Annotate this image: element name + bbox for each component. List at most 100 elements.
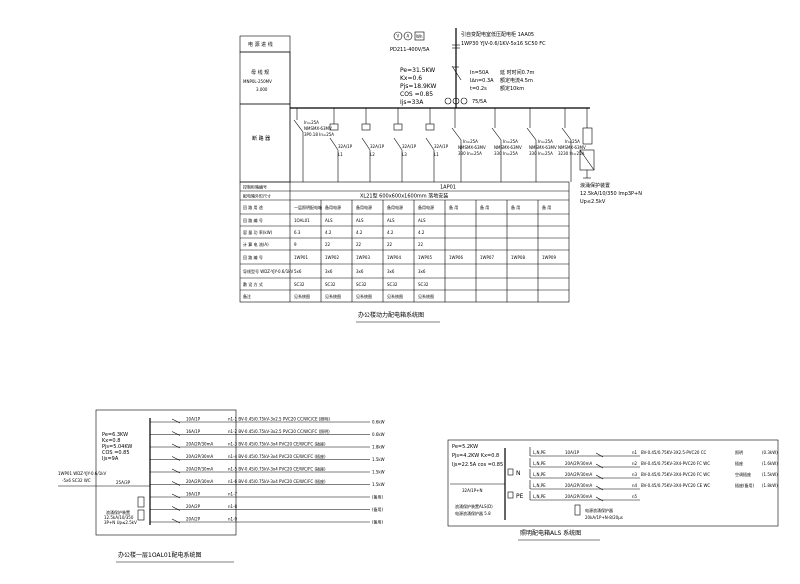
svg-text:COS =0.85: COS =0.85 bbox=[102, 450, 130, 456]
bl-caption: 办公楼一层1OAL01配电系统图 bbox=[118, 551, 202, 559]
table-row-label: 敷 设 方 式 bbox=[243, 281, 263, 287]
table-cell: 1WP07 bbox=[480, 255, 494, 260]
br-cable: BV-0.45/0.75KV-3X4-PVC20 CE WC bbox=[641, 483, 710, 488]
bl-load: 1.5kW bbox=[372, 470, 385, 475]
br-phase: L,N,PE bbox=[533, 494, 546, 499]
incoming-source: 引自变配电室低压配电柜 1AA05 bbox=[461, 31, 534, 38]
table-cell: 9 bbox=[294, 242, 297, 247]
breaker-icon bbox=[595, 496, 604, 502]
br-breaker: 10A/1P bbox=[565, 450, 580, 455]
bl-load: (备用) bbox=[372, 519, 384, 525]
table-cell: 1WP01 bbox=[294, 255, 308, 260]
spd-title: 浪涌保护装置 bbox=[580, 182, 610, 189]
svg-text:电源浪涌保护器: 电源浪涌保护器 bbox=[585, 507, 613, 513]
table-cell: SC32 bbox=[325, 282, 336, 287]
table-cell: 备 用 bbox=[542, 204, 551, 210]
br-use: 插座(备用) bbox=[735, 482, 755, 488]
table-cell: SC32 bbox=[387, 282, 398, 287]
table-cell: 1WP03 bbox=[356, 255, 370, 260]
table-cell: SC32 bbox=[294, 282, 305, 287]
svg-text:In=25A: In=25A bbox=[538, 139, 553, 144]
svg-text:32A/1P: 32A/1P bbox=[402, 144, 417, 149]
table-cell: 备用电源 bbox=[418, 204, 434, 210]
svg-text:NMSMX-63MV: NMSMX-63MV bbox=[458, 145, 486, 150]
svg-text:32A/1P: 32A/1P bbox=[434, 144, 449, 149]
svg-text:3P+N Up≤2.5kV: 3P+N Up≤2.5kV bbox=[104, 520, 137, 525]
svg-text:NMSMX-63MV: NMSMX-63MV bbox=[494, 145, 522, 150]
svg-text:L1: L1 bbox=[338, 152, 343, 157]
br-breaker: 20A/2P/30mA bbox=[565, 472, 592, 477]
br-breaker: 20A/2P/30mA bbox=[565, 461, 592, 466]
svg-text:L2: L2 bbox=[370, 152, 375, 157]
breaker-icon bbox=[595, 452, 604, 458]
svg-text:In=25A: In=25A bbox=[565, 139, 580, 144]
svg-text:Pjs=5.04KW: Pjs=5.04KW bbox=[102, 444, 132, 450]
br-phase: L,N,PE bbox=[533, 472, 546, 477]
breaker-icon bbox=[171, 456, 181, 461]
br-load: (1.8kW) bbox=[762, 483, 778, 488]
table-row-label: 回 路 编 号 bbox=[243, 254, 263, 260]
br-pe-label: PE bbox=[516, 493, 524, 500]
meter-model: PD211-400V/5A bbox=[390, 47, 430, 53]
svg-text:-5x6 SC32 WC: -5x6 SC32 WC bbox=[62, 478, 91, 483]
table-cell: 1WP02 bbox=[325, 255, 339, 260]
svg-text:Pjs=4.2KW Kx=0.8: Pjs=4.2KW Kx=0.8 bbox=[452, 453, 499, 459]
svg-text:额定10km: 额定10km bbox=[500, 85, 524, 92]
br-main-breaker: 32A/1P+N bbox=[462, 488, 482, 493]
breaker-icon bbox=[171, 468, 181, 474]
br-phase: L,N,PE bbox=[533, 450, 546, 455]
br-circuit-no: n2 bbox=[632, 461, 638, 466]
svg-text:In=25A: In=25A bbox=[503, 139, 518, 144]
bottom-right-diagram: Pe=5.2KW Pjs=4.2KW Kx=0.8 Ijs=22.5A cos … bbox=[447, 439, 779, 541]
svg-text:额定电流4.5m: 额定电流4.5m bbox=[500, 77, 533, 84]
table-cell: 见系统图 bbox=[418, 293, 434, 299]
bl-breaker: 10A/1P bbox=[186, 417, 201, 422]
breaker-icon bbox=[171, 481, 181, 486]
table-cell: ALS bbox=[356, 218, 364, 223]
svg-text:Kx=0.8: Kx=0.8 bbox=[102, 438, 120, 444]
br-use: 插座 bbox=[735, 460, 743, 466]
table-cell: 4.2 bbox=[387, 230, 394, 235]
table-cell: 4.2 bbox=[418, 230, 425, 235]
table-cell: 备 用 bbox=[511, 204, 520, 210]
bl-breaker: 16A/1P bbox=[186, 429, 201, 434]
current-transformer-icon bbox=[444, 97, 452, 105]
cabinet-size: XL21型 600x600x1600mm 落地安装 bbox=[360, 193, 448, 200]
table-cell: 4.2 bbox=[325, 230, 332, 235]
svg-text:延 时时间0.7m: 延 时时间0.7m bbox=[500, 69, 535, 76]
bl-load: 1.5kW bbox=[372, 457, 385, 462]
calc-pjs: Pjs=18.9KW bbox=[400, 83, 437, 90]
bl-breaker: 20A/2P/30mA bbox=[186, 467, 213, 472]
br-use: 照明 bbox=[735, 450, 743, 455]
small-branches: 32A/1P L1 32A/1P L2 32A/1P L3 32A/1P L1 bbox=[329, 108, 449, 182]
br-cable: BV-0.45/0.75KV-3X4-PVC20 FC WC bbox=[641, 472, 710, 477]
bl-cable: n1-6 BV-0.45/0.75kV-3x4 PVC20 CE/WC/FC (… bbox=[228, 478, 326, 484]
cabinet-number: 1AP01 bbox=[440, 185, 456, 191]
table-cell: ALS bbox=[325, 218, 333, 223]
breaker-icon bbox=[595, 463, 604, 469]
svg-text:Ijs=9A: Ijs=9A bbox=[102, 456, 119, 462]
bl-load: (备用) bbox=[372, 494, 384, 500]
bottom-left-diagram: Pe=6.3KW Kx=0.8 Pjs=5.04KW COS =0.85 Ijs… bbox=[58, 409, 385, 563]
calc-kx: Kx=0.6 bbox=[400, 75, 422, 82]
bl-cable: n1-3 BV-0.45/0.75kV-3x4 PVC20 CE/WC/FC (… bbox=[228, 441, 326, 447]
svg-text:浪涌保护装置: 浪涌保护装置 bbox=[106, 509, 130, 515]
breaker-icon bbox=[595, 474, 604, 480]
breaker-icon bbox=[171, 431, 181, 436]
br-phase: L,N,PE bbox=[533, 461, 546, 466]
bl-cable: n1-5 BV-0.45/0.75kV-3x4 PVC20 CE/WC/FC (… bbox=[228, 466, 326, 472]
bl-cable: n1-9 bbox=[228, 517, 238, 522]
svg-text:Ijs=22.5A cos =0.85: Ijs=22.5A cos =0.85 bbox=[452, 462, 503, 468]
table-cell: 备 用 bbox=[480, 204, 489, 210]
table-cell: 22 bbox=[387, 242, 393, 247]
bl-breaker: 20A/2P/30mA bbox=[186, 442, 213, 447]
bl-breaker: 20A/2P bbox=[186, 504, 201, 509]
svg-text:3P0.18 In=25A: 3P0.18 In=25A bbox=[304, 132, 334, 137]
bl-load: 0.6kW bbox=[372, 432, 385, 437]
svg-text:330 In=25A: 330 In=25A bbox=[458, 151, 482, 156]
svg-text:L3: L3 bbox=[402, 152, 407, 157]
table-cell: 1WP09 bbox=[542, 255, 556, 260]
table-cell: 22 bbox=[356, 242, 362, 247]
